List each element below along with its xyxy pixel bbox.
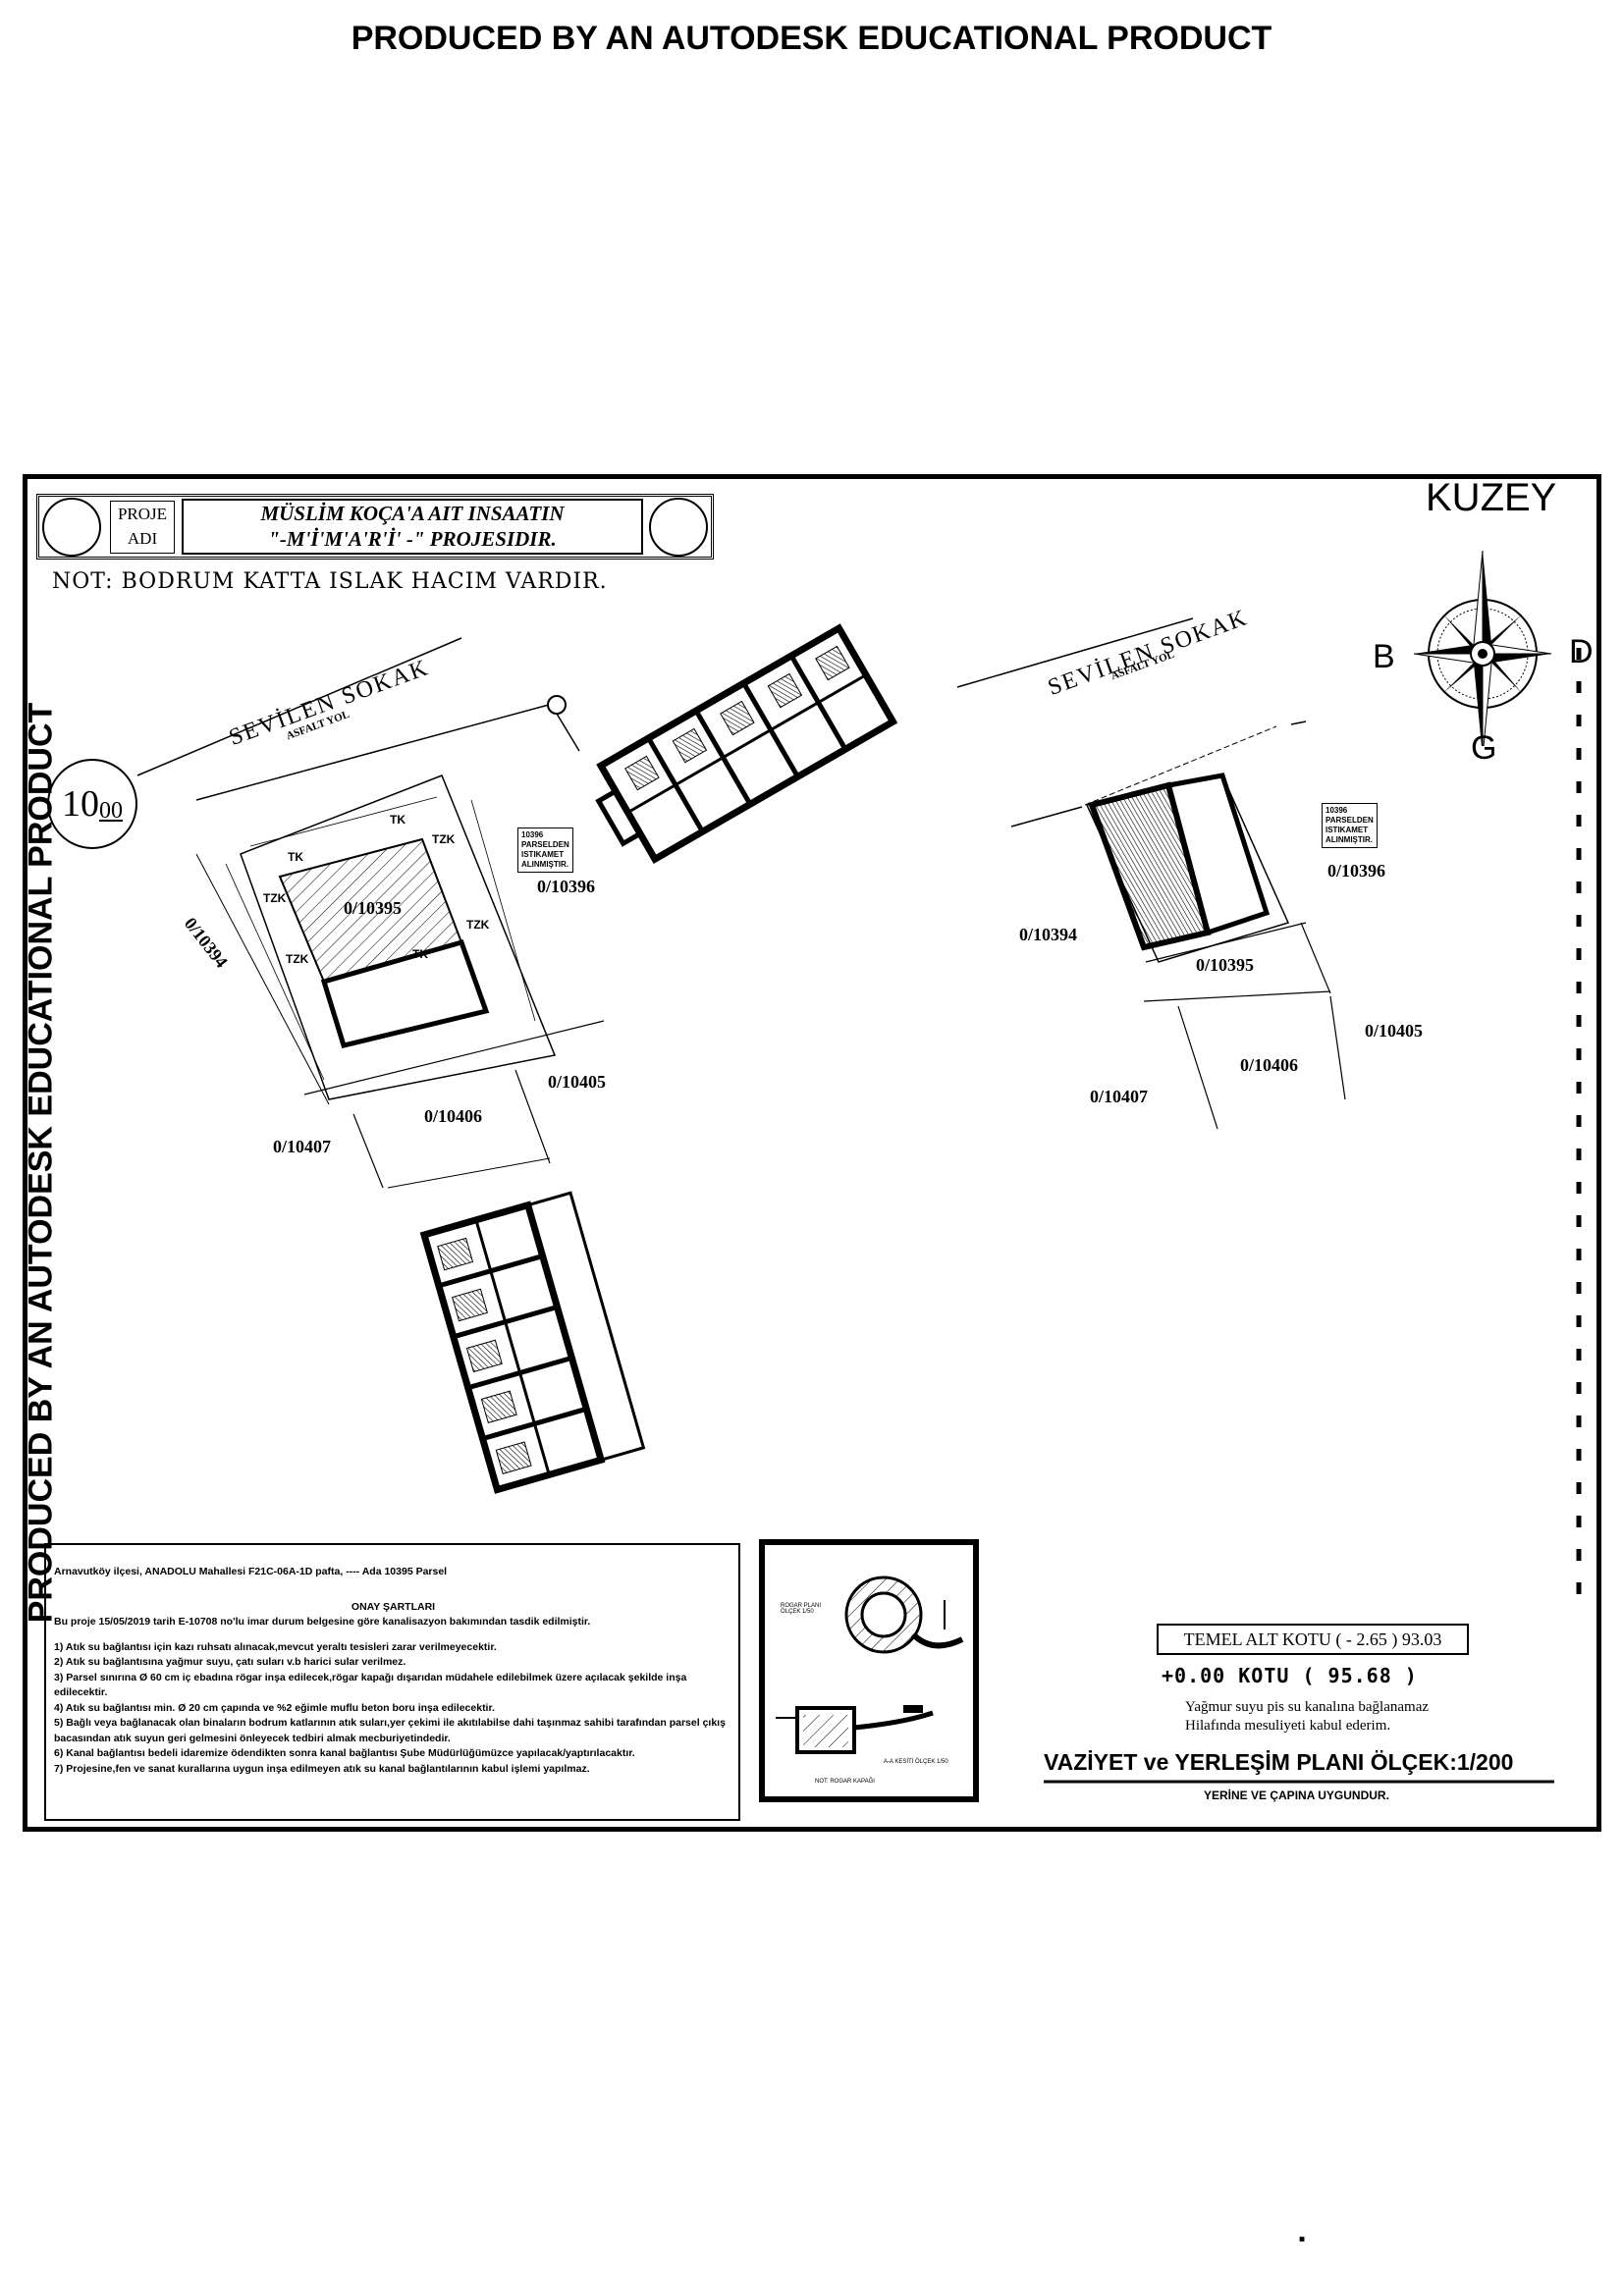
compass-title: KUZEY — [1426, 476, 1557, 519]
rogar-kesit-label: NOT: ROGAR KAPAĞI — [815, 1779, 875, 1785]
parcel-left-10407: 0/10407 — [273, 1137, 332, 1156]
rainwater-note-line2: Hilafında mesuliyeti kabul ederim. — [1185, 1718, 1391, 1734]
municipality-logo-right — [649, 498, 708, 557]
conformity-note: YERİNE VE ÇAPINA UYGUNDUR. — [1204, 1789, 1389, 1802]
parcel-right-10396: 0/10396 — [1327, 861, 1386, 881]
proje-label-line1: PROJE — [117, 505, 168, 523]
approval-item: 7) Projesine,fen ve sanat kurallarına uy… — [54, 1762, 590, 1775]
municipality-logo-left — [42, 498, 101, 557]
compass-west: B — [1373, 638, 1395, 675]
manhole-detail-box — [759, 1539, 979, 1802]
foundation-level: TEMEL ALT KOTU ( - 2.65 ) 93.03 — [1157, 1624, 1469, 1655]
parcel-right-10407: 0/10407 — [1090, 1087, 1149, 1106]
title-block — [36, 494, 714, 560]
tk-label: TK — [412, 947, 428, 961]
project-title: MÜSLİM KOÇA'A AIT INSAATIN "-M'İ'M'A'R'İ… — [182, 499, 643, 555]
project-title-line2: "-M'İ'M'A'R'İ' -" PROJESIDIR. — [268, 527, 557, 551]
scale-badge-main: 10 — [62, 783, 99, 825]
watermark-top: PRODUCED BY AN AUTODESK EDUCATIONAL PROD… — [351, 20, 1272, 57]
plan-title-underline — [1044, 1780, 1554, 1784]
approval-item: 3) Parsel sınırına Ø 60 cm iç ebadına rö… — [54, 1671, 687, 1699]
plan-title: VAZİYET ve YERLEŞİM PLANI ÖLÇEK:1/200 — [1044, 1749, 1514, 1775]
rogar-plan-label: ROGAR PLANI ÖLÇEK 1/50 — [781, 1603, 822, 1615]
scale-badge-sub: 00 — [99, 797, 123, 824]
approval-item: 6) Kanal bağlantısı bedeli idaremize öde… — [54, 1747, 635, 1759]
compass-rose-icon — [1413, 550, 1552, 746]
direction-note-left: 10396 PARSELDEN ISTIKAMET ALINMIŞTIR. — [517, 828, 573, 873]
parcel-right-10405: 0/10405 — [1365, 1021, 1424, 1041]
rainwater-note-line1: Yağmur suyu pis su kanalına bağlanamaz — [1185, 1699, 1430, 1715]
location-line: Arnavutköy ilçesi, ANADOLU Mahallesi F21… — [54, 1566, 448, 1577]
compass-east: D — [1569, 633, 1594, 670]
parcel-left-10395: 0/10395 — [344, 898, 403, 918]
tk-label: TK — [390, 813, 406, 827]
zero-level: +0.00 KOTU ( 95.68 ) — [1162, 1664, 1418, 1687]
parcel-right-10394: 0/10394 — [1019, 925, 1078, 944]
tzk-label: TZK — [286, 952, 309, 966]
approval-item: 5) Bağlı veya bağlanacak olan binaların … — [54, 1717, 726, 1744]
parcel-left-10406: 0/10406 — [424, 1106, 483, 1126]
parcel-right-10406: 0/10406 — [1240, 1055, 1299, 1075]
parcel-right-10395: 0/10395 — [1196, 955, 1255, 975]
direction-note-right: 10396 PARSELDEN ISTIKAMET ALINMIŞTIR. — [1322, 803, 1378, 848]
kesit-label: A-A KESİTİ ÖLÇEK 1/50 — [884, 1759, 948, 1765]
approval-intro: Bu proje 15/05/2019 tarih E-10708 no'lu … — [54, 1616, 591, 1628]
approval-item: 2) Atık su bağlantısına yağmur suyu, çat… — [54, 1656, 406, 1668]
compass-south: G — [1471, 729, 1497, 767]
tzk-label: TZK — [432, 832, 456, 846]
approval-conditions-box: Arnavutköy ilçesi, ANADOLU Mahallesi F21… — [44, 1543, 740, 1821]
tk-label: TK — [288, 850, 303, 864]
proje-adi-label: PROJE ADI — [110, 501, 175, 554]
sheet-frame — [23, 474, 1601, 1832]
tzk-label: TZK — [263, 891, 287, 905]
rainwater-note: Yağmur suyu pis su kanalına bağlanamaz H… — [1185, 1698, 1429, 1735]
parcel-left-10405: 0/10405 — [548, 1072, 607, 1092]
parcel-left-10396: 0/10396 — [537, 877, 596, 896]
approval-item: 1) Atık su bağlantısı için kazı ruhsatı … — [54, 1640, 497, 1653]
basement-note: NOT: BODRUM KATTA ISLAK HACIM VARDIR. — [52, 569, 608, 594]
approval-heading: ONAY ŞARTLARI — [351, 1600, 436, 1613]
tzk-label: TZK — [466, 918, 490, 932]
proje-label-line2: ADI — [127, 529, 158, 548]
approval-item: 4) Atık su bağlantısı min. Ø 20 cm çapın… — [54, 1701, 495, 1714]
manhole-detail-drawing — [776, 1575, 964, 1754]
watermark-right-fragment — [1576, 648, 1582, 1610]
project-title-line1: MÜSLİM KOÇA'A AIT INSAATIN — [260, 502, 565, 525]
page-mark: ■ — [1299, 2234, 1306, 2245]
